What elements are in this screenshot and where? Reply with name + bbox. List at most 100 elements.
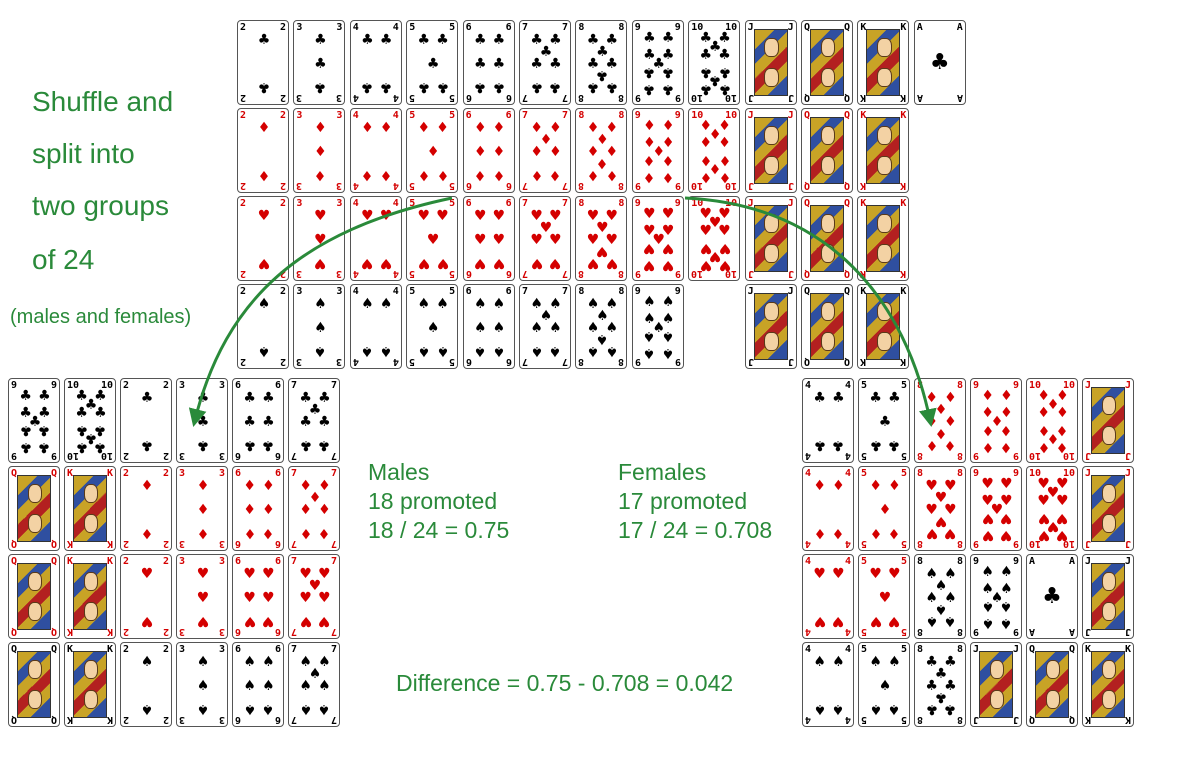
- club-ace-icon: ♣: [1042, 583, 1062, 609]
- card-rank-index: J: [973, 644, 980, 655]
- diamond-pip-icon: ♦: [652, 143, 666, 160]
- diamond-pip-icon: ♦: [925, 437, 938, 454]
- diamond-pip-icon: ♦: [934, 401, 948, 418]
- spade-pip-icon: ♠: [140, 701, 154, 718]
- heart-pip-icon: ♥: [473, 231, 487, 248]
- card-rank-index: 6: [465, 286, 472, 297]
- club-pip-icon: ♣: [473, 55, 487, 72]
- card-rank-index: 9: [11, 380, 18, 391]
- card-rank-index: K: [1085, 644, 1092, 655]
- spade-pip-icon: ♠: [813, 653, 826, 670]
- spade-pip-icon: ♠: [299, 701, 312, 718]
- card-rank-index: 8: [956, 538, 963, 549]
- diamond-pip-icon: ♦: [262, 477, 275, 494]
- card-rank-index: 10: [67, 380, 80, 391]
- card-rank-index: 5: [861, 714, 868, 725]
- club-pip-icon: ♣: [661, 81, 675, 97]
- males-ratio: 18 / 24 = 0.75: [368, 517, 510, 543]
- diamond-pip-icon: ♦: [643, 169, 656, 185]
- card-rank-index: 3: [218, 380, 225, 391]
- diamond-pip-icon: ♦: [1037, 405, 1050, 421]
- heart-pip-icon: ♥: [473, 255, 487, 272]
- spade-pip-icon: ♠: [196, 653, 210, 670]
- heart-pip-icon: ♥: [314, 231, 327, 248]
- diamond-pip-icon: ♦: [549, 143, 562, 160]
- card-rank-index: 3: [296, 92, 303, 103]
- club-pip-icon: ♣: [718, 30, 731, 46]
- spade-pip-icon: ♠: [473, 319, 487, 336]
- card-rank-index: 6: [505, 268, 512, 279]
- card-rank-index: 2: [279, 92, 286, 103]
- spade-pip-icon: ♠: [549, 319, 562, 336]
- card-rank-index: 10: [691, 110, 704, 121]
- card-rank-index: 8: [578, 356, 585, 367]
- card-rank-index: J: [1012, 644, 1019, 655]
- heart-pip-icon: ♥: [140, 613, 154, 630]
- heart-pip-icon: ♥: [308, 577, 322, 594]
- diamond-pip-icon: ♦: [379, 119, 393, 136]
- card-rank-index: J: [787, 356, 794, 367]
- diamond-pip-icon: ♦: [1046, 397, 1060, 414]
- club-pip-icon: ♣: [718, 47, 731, 63]
- heart-pip-icon: ♥: [473, 207, 487, 224]
- club-pip-icon: ♣: [243, 437, 256, 454]
- diamond-pip-icon: ♦: [318, 477, 331, 494]
- card-rank-index: 7: [291, 644, 298, 655]
- card-rank-index: 4: [352, 110, 359, 121]
- club-pip-icon: ♣: [549, 79, 562, 96]
- diamond-pip-icon: ♦: [379, 167, 393, 184]
- title-line-2: split into: [32, 138, 135, 169]
- diamond-pip-icon: ♦: [586, 119, 600, 136]
- card-rank-index: 5: [449, 180, 456, 191]
- card-rank-index: 8: [618, 110, 625, 121]
- spade-pip-icon: ♠: [473, 295, 487, 312]
- diamond-pip-icon: ♦: [549, 167, 562, 184]
- heart-pip-icon: ♥: [878, 589, 892, 606]
- spade-pip-icon: ♠: [436, 295, 449, 312]
- card-rank-index: 7: [291, 450, 298, 461]
- spade-pip-icon: ♠: [308, 665, 322, 682]
- card-rank-index: 5: [409, 92, 416, 103]
- club-pip-icon: ♣: [84, 397, 98, 414]
- spade-pip-icon: ♠: [243, 653, 256, 670]
- card-rank-index: 4: [392, 268, 399, 279]
- spade-pip-icon: ♠: [299, 653, 312, 670]
- card-rank-index: 7: [561, 92, 568, 103]
- heart-pip-icon: ♥: [944, 477, 957, 494]
- card-rank-index: Q: [843, 92, 850, 103]
- spade-pip-icon: ♠: [981, 581, 994, 597]
- club-pip-icon: ♣: [643, 81, 656, 97]
- club-pip-icon: ♣: [605, 31, 619, 48]
- diamond-pip-icon: ♦: [1000, 422, 1013, 438]
- club-ace-icon: ♣: [929, 49, 950, 75]
- diamond-pip-icon: ♦: [530, 143, 543, 160]
- diamond-pip-icon: ♦: [1000, 388, 1013, 404]
- card-rank-index: 8: [956, 714, 963, 725]
- card-rank-index: 10: [725, 110, 738, 121]
- court-figure-icon: [73, 563, 107, 630]
- heart-pip-icon: ♥: [718, 257, 731, 273]
- diamond-pip-icon: ♦: [981, 422, 994, 438]
- court-figure-icon: [866, 293, 901, 360]
- card-rank-index: 8: [578, 198, 585, 209]
- diamond-pip-icon: ♦: [314, 119, 327, 136]
- card-rank-index: 8: [956, 644, 963, 655]
- females-ratio: 17 / 24 = 0.708: [618, 517, 773, 543]
- card-rank-index: 2: [162, 538, 169, 549]
- heart-pip-icon: ♥: [869, 565, 882, 582]
- spade-pip-icon: ♠: [318, 677, 331, 694]
- diamond-pip-icon: ♦: [318, 525, 331, 542]
- card-rank-index: 3: [336, 92, 343, 103]
- heart-pip-icon: ♥: [981, 493, 994, 509]
- diamond-pip-icon: ♦: [661, 152, 675, 168]
- club-pip-icon: ♣: [318, 413, 331, 430]
